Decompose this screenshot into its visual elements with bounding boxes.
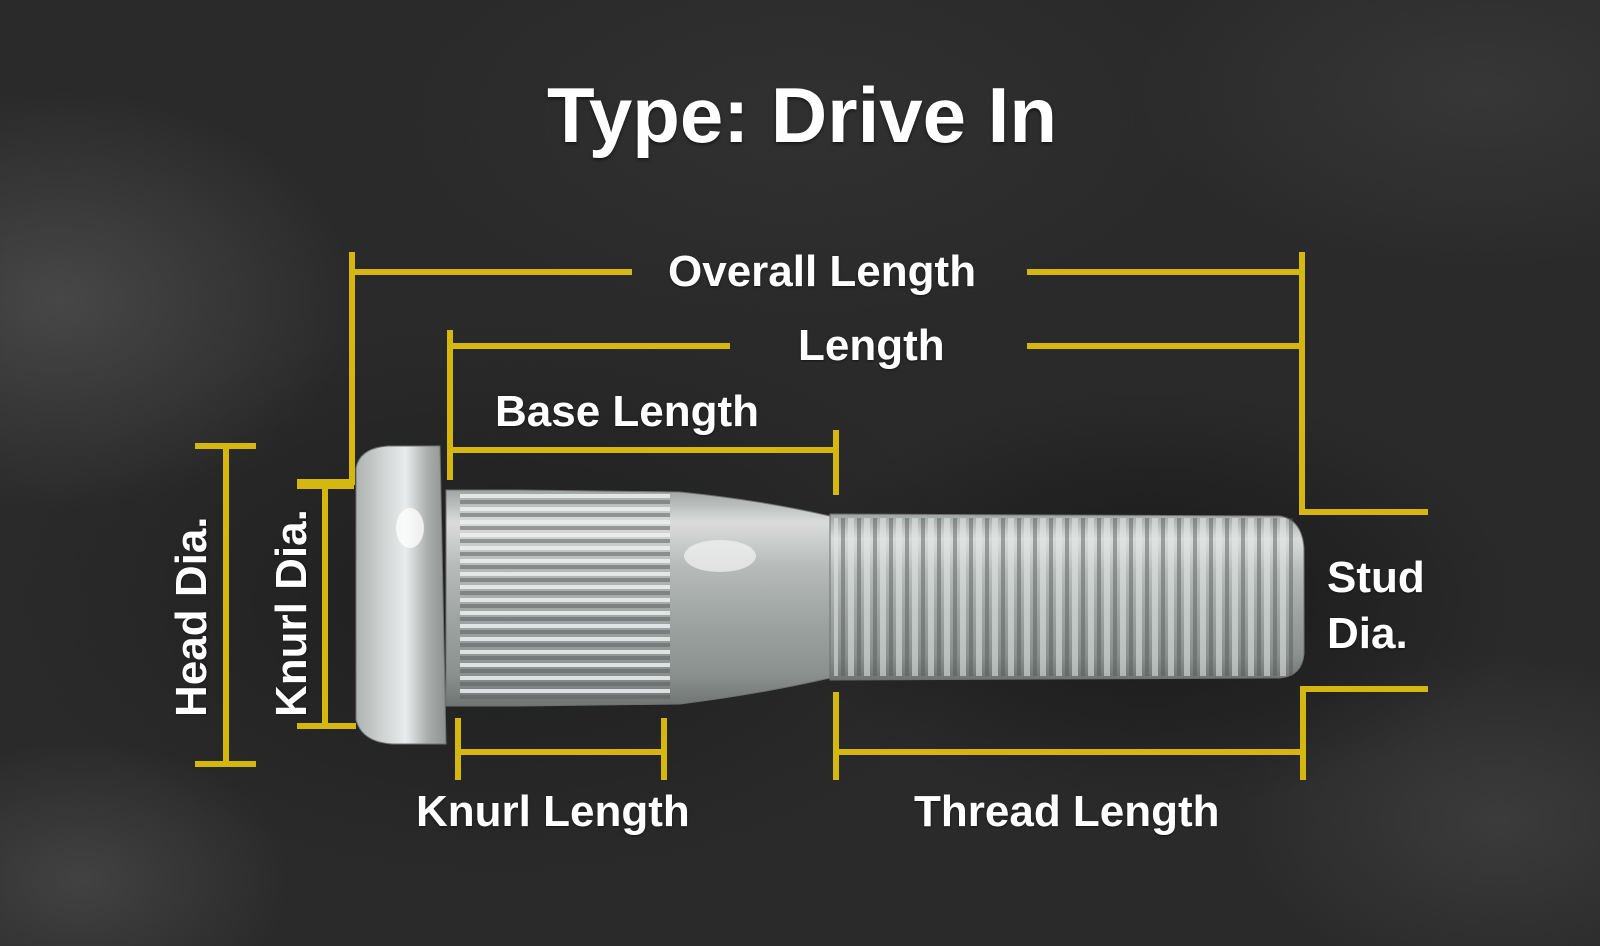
page-title: Type: Drive In bbox=[546, 71, 1057, 159]
stud-photo bbox=[355, 445, 1305, 745]
label-length: Length bbox=[798, 321, 945, 370]
label-base-length: Base Length bbox=[495, 387, 760, 436]
label-stud-dia-line1: Stud bbox=[1327, 553, 1425, 602]
dimension-lines bbox=[195, 252, 1428, 780]
head-dia-bracket bbox=[195, 443, 256, 767]
label-knurl-length: Knurl Length bbox=[416, 787, 690, 836]
label-knurl-dia: Knurl Dia. bbox=[267, 509, 316, 717]
thread-length-bracket bbox=[833, 692, 1303, 780]
knurl-length-bracket bbox=[455, 718, 667, 780]
length-bracket bbox=[447, 252, 1428, 515]
stud-dia-bracket bbox=[1300, 686, 1428, 780]
label-head-dia: Head Dia. bbox=[167, 516, 216, 717]
base-length-bracket bbox=[450, 430, 839, 495]
overall-length-bracket bbox=[297, 252, 1303, 485]
label-stud-dia-line2: Dia. bbox=[1327, 609, 1408, 658]
knurl-dia-bracket bbox=[297, 483, 356, 729]
label-overall-length: Overall Length bbox=[668, 247, 977, 296]
label-thread-length: Thread Length bbox=[914, 787, 1220, 836]
